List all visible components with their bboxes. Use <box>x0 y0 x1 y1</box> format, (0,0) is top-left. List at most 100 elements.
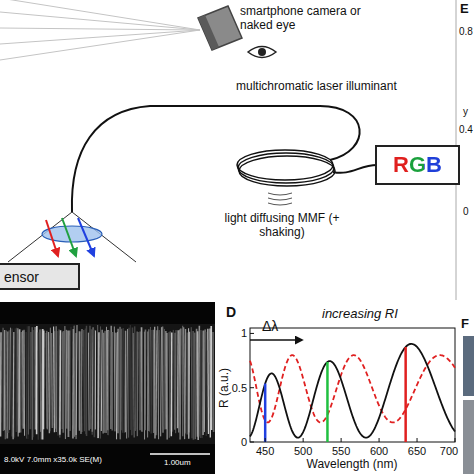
node-label: RGB <box>393 152 442 178</box>
sem-column <box>66 330 67 429</box>
sem-column <box>95 330 96 429</box>
sem-column <box>172 330 174 432</box>
sem-column <box>162 327 164 433</box>
sem-column <box>53 327 55 433</box>
sem-column <box>157 326 159 439</box>
sem-column <box>207 329 209 434</box>
sem-column <box>141 327 143 431</box>
tick-mark <box>250 442 254 443</box>
sem-column <box>42 329 44 440</box>
shift-arrow <box>250 339 302 341</box>
shaking-marks <box>268 193 292 205</box>
sem-column <box>204 329 206 432</box>
sem-column <box>202 331 204 435</box>
sem-column <box>28 326 30 434</box>
sem-column <box>97 325 98 438</box>
sem-column <box>148 329 150 431</box>
sem-column <box>79 331 81 431</box>
sem-column <box>184 329 186 433</box>
axis-title: R (a.u.) <box>218 368 232 408</box>
sem-column <box>73 326 75 437</box>
sem-column <box>11 328 12 436</box>
optical-fiber <box>72 106 360 212</box>
sem-column <box>115 333 117 440</box>
tick-label: 0 <box>463 206 469 218</box>
sem-column <box>164 329 165 430</box>
sem-column <box>18 329 20 432</box>
sem-column <box>124 331 126 433</box>
sem-column <box>210 326 212 430</box>
sem-column <box>101 330 103 431</box>
node-label: ensor <box>4 269 39 285</box>
tick-label: 0.5 <box>232 381 247 394</box>
sem-column <box>59 329 61 437</box>
tick-label: 0.4 <box>459 124 473 136</box>
plot-frame <box>250 328 455 442</box>
sem-column <box>16 328 17 432</box>
sensor-box: ensor <box>0 263 80 290</box>
tick-label: 450 <box>256 445 274 458</box>
sem-column <box>93 330 95 438</box>
sem-column <box>194 333 195 439</box>
sem-column <box>192 331 194 440</box>
sem-column <box>133 333 135 438</box>
sem-column <box>30 332 32 429</box>
sem-column <box>182 326 183 437</box>
tick-mark <box>379 438 380 442</box>
sem-column <box>154 327 156 439</box>
sem-column <box>102 333 104 434</box>
sem-column <box>14 328 16 437</box>
panel-f-photos <box>463 336 474 474</box>
sem-column <box>107 331 109 436</box>
sem-column <box>38 332 39 439</box>
sem-column <box>160 327 162 436</box>
sem-image <box>0 302 215 474</box>
tick-mark <box>455 438 456 442</box>
sem-column <box>62 331 64 433</box>
annotation: smartphone camera or naked eye <box>240 5 365 33</box>
sem-column <box>67 330 69 437</box>
sem-column <box>191 327 193 438</box>
sem-column <box>80 329 82 434</box>
scale-bar <box>150 453 210 455</box>
sem-column <box>32 330 33 437</box>
tick-mark <box>250 333 254 334</box>
sem-column <box>104 331 105 433</box>
sem-column <box>26 332 27 439</box>
sem-column <box>137 332 139 430</box>
sem-column <box>106 327 107 433</box>
tick-label: 650 <box>408 445 426 458</box>
laser-line <box>264 384 267 442</box>
sem-column <box>120 327 121 440</box>
sem-texture <box>1 325 214 440</box>
sem-column <box>64 326 66 439</box>
sem-column <box>100 326 101 438</box>
sem-column <box>56 326 57 432</box>
sem-column <box>111 332 113 431</box>
axis-title: Wavelength (nm) <box>307 458 398 472</box>
sem-column <box>169 331 171 438</box>
tick-label: 550 <box>332 445 350 458</box>
optical-fiber <box>333 165 377 173</box>
sem-column <box>130 325 131 430</box>
laser-source-box: RGB <box>375 145 460 185</box>
laser-line <box>326 362 329 442</box>
sem-column <box>59 330 61 435</box>
annotation: light diffusing MMF (+ shaking) <box>222 212 342 240</box>
sem-column <box>57 331 58 436</box>
axis-title: y <box>463 106 468 118</box>
panel-letter: F <box>461 317 469 332</box>
sem-column <box>76 325 78 435</box>
sem-column <box>175 330 176 433</box>
laser-line <box>404 347 407 442</box>
sem-column <box>27 326 29 439</box>
sem-column <box>40 330 42 440</box>
sem-info: 8.0kV 7.0mm x35.0k SE(M) <box>4 455 102 464</box>
tick-mark <box>250 387 254 388</box>
sem-column <box>166 333 167 440</box>
reflectance-curve <box>250 344 455 438</box>
sem-column <box>36 326 38 434</box>
sem-column <box>153 330 155 433</box>
sem-column <box>88 333 90 431</box>
